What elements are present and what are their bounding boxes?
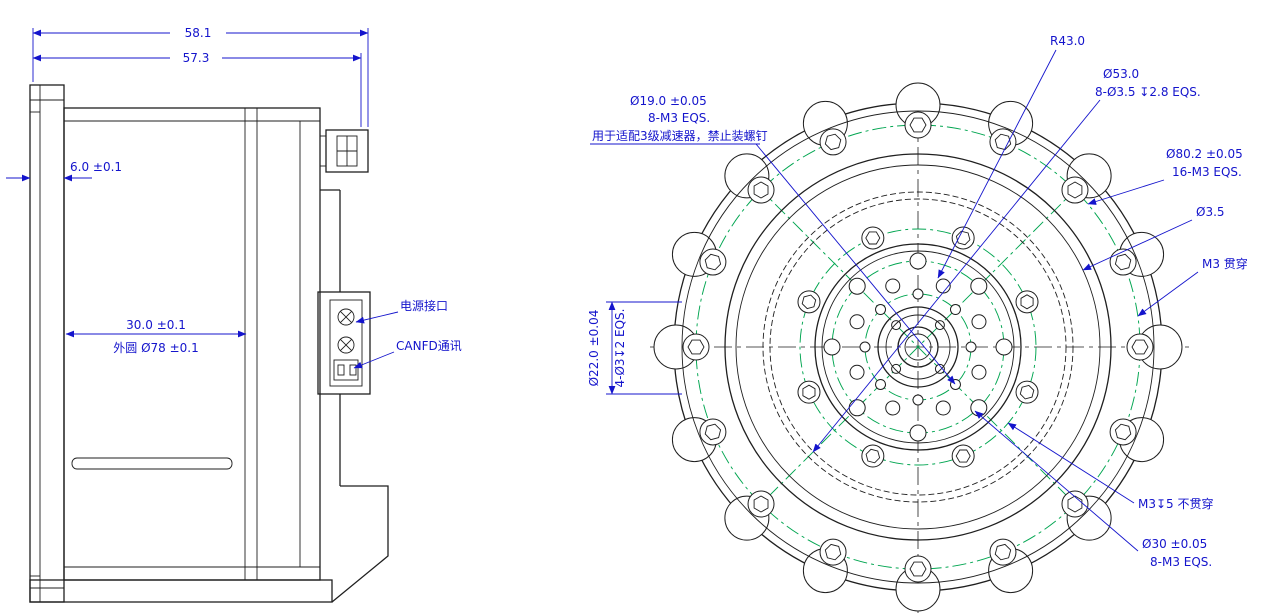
dim-d30: Ø30 ±0.05	[1142, 537, 1207, 551]
power-connector-pin	[337, 336, 355, 354]
dim-d80: Ø80.2 ±0.05	[1166, 147, 1243, 161]
body-slot	[71, 457, 233, 470]
dim-inner-width: 30.0 ±0.1	[126, 318, 186, 332]
connector-housing	[317, 291, 371, 395]
dim-d53-holes: 8-Ø3.5 ↧2.8 EQS.	[1095, 85, 1201, 99]
dim-d22-holes: 4-Ø3↧2 EQS.	[613, 308, 627, 387]
dim-flange-thickness: 6.0 ±0.1	[70, 160, 122, 174]
dim-d19-holes: 8-M3 EQS.	[648, 111, 710, 125]
dim-d19: Ø19.0 ±0.05	[630, 94, 707, 108]
label-power-connector: 电源接口	[400, 298, 448, 313]
canfd-connector	[333, 359, 359, 381]
dim-m3-blind: M3↧5 不贯穿	[1138, 496, 1214, 511]
dimension-annotations: 58.1 57.3 6.0 ±0.1 30.0 ±0.1 外圆 Ø78 ±0.1…	[6, 26, 1248, 569]
dim-total-width: 58.1	[185, 26, 212, 40]
dim-outer-circle: 外圆 Ø78 ±0.1	[113, 341, 198, 355]
dim-d30-holes: 8-M3 EQS.	[1150, 555, 1212, 569]
dim-m3-through: M3 贯穿	[1202, 256, 1248, 271]
dim-d80-holes: 16-M3 EQS.	[1172, 165, 1242, 179]
power-connector-pin	[337, 308, 355, 326]
dim-d35: Ø3.5	[1196, 205, 1225, 219]
dim-d22: Ø22.0 ±0.04	[587, 310, 601, 387]
dim-r43: R43.0	[1050, 34, 1085, 48]
dim-body-width: 57.3	[183, 51, 210, 65]
dim-d53: Ø53.0	[1103, 67, 1139, 81]
side-view-geometry	[29, 84, 389, 603]
top-clamp-block	[325, 129, 369, 173]
label-canfd-connector: CANFD通讯	[396, 339, 462, 353]
front-view-geometry	[650, 82, 1190, 613]
dim-d19-note: 用于适配3级减速器，禁止装螺钉	[592, 129, 768, 143]
